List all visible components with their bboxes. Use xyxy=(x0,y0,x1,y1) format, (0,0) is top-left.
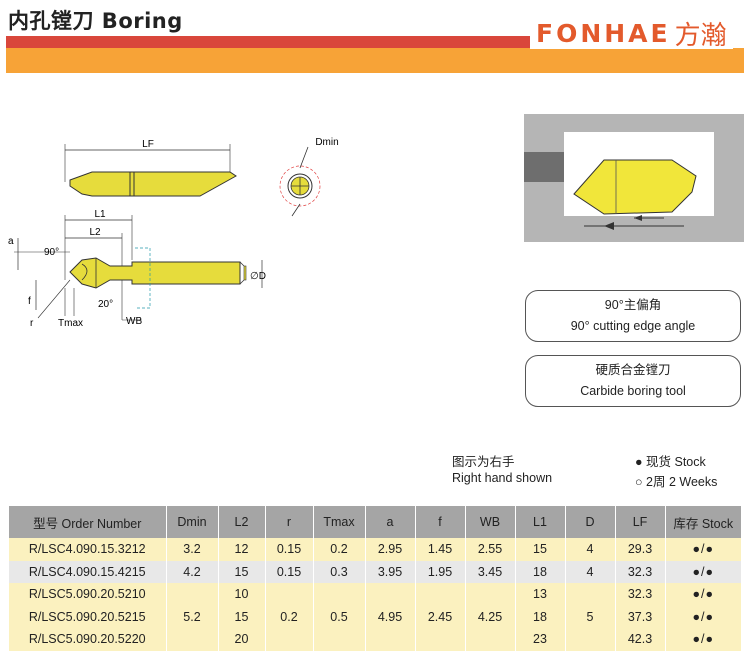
col-dmin: Dmin xyxy=(166,506,219,538)
note-shown-cn: 图示为右手 xyxy=(452,455,515,469)
cell-f: 2.45 xyxy=(415,583,466,651)
header-orange-bar xyxy=(6,48,744,73)
cell-stock: ●/● xyxy=(665,628,741,651)
cell-order: R/LSC5.090.20.5220 xyxy=(9,628,167,651)
cell-tmax: 0.3 xyxy=(313,560,366,583)
product-table: 型号 Order Number Dmin L2 r Tmax a f WB L1… xyxy=(9,506,741,651)
cell-wb: 2.55 xyxy=(465,538,516,561)
cell-stock: ●/● xyxy=(665,538,741,561)
cell-l2: 15 xyxy=(218,560,266,583)
cell-l1: 18 xyxy=(515,560,566,583)
cell-dmin: 5.2 xyxy=(166,583,219,651)
cell-lf: 29.3 xyxy=(615,538,666,561)
callout-carbide-tool: 硬质合金镗刀 Carbide boring tool xyxy=(525,355,741,407)
col-a: a xyxy=(365,506,416,538)
cell-lf: 37.3 xyxy=(615,605,666,628)
header-red-bar xyxy=(6,36,536,48)
cell-dmin: 4.2 xyxy=(166,560,219,583)
tool-technical-drawing: LF Dmin L1 L2 a 90° f r Tmax 20° WB ∅D xyxy=(8,137,339,329)
cell-wb: 4.25 xyxy=(465,583,516,651)
cell-order: R/LSC5.090.20.5215 xyxy=(9,605,167,628)
cell-d: 4 xyxy=(565,560,616,583)
table-row: R/LSC5.090.20.5215 15 18 37.3 ●/● xyxy=(9,605,741,628)
cell-d: 4 xyxy=(565,538,616,561)
callout-cutting-angle: 90°主偏角 90° cutting edge angle xyxy=(525,290,741,342)
cell-stock: ●/● xyxy=(665,583,741,606)
dim-20-angle: 20° xyxy=(98,299,113,310)
page-title: 内孔镗刀 Boring xyxy=(8,9,183,33)
cell-lf: 42.3 xyxy=(615,628,666,651)
cell-d: 5 xyxy=(565,583,616,651)
dim-tmax: Tmax xyxy=(58,318,83,329)
tool-side-view xyxy=(69,257,241,289)
dim-r: r xyxy=(30,318,34,329)
dim-l2: L2 xyxy=(89,227,101,238)
cell-order: R/LSC5.090.20.5210 xyxy=(9,583,167,606)
table-row: R/LSC4.090.15.4215 4.2 15 0.15 0.3 3.95 … xyxy=(9,560,741,583)
dim-d: ∅D xyxy=(250,271,266,282)
cell-l2: 20 xyxy=(218,628,266,651)
cell-r: 0.15 xyxy=(265,560,314,583)
cell-order: R/LSC4.090.15.3212 xyxy=(9,538,167,561)
cell-l2: 12 xyxy=(218,538,266,561)
tool-in-bore-image xyxy=(524,114,744,242)
cell-dmin: 3.2 xyxy=(166,538,219,561)
col-wb: WB xyxy=(465,506,516,538)
cell-l1: 13 xyxy=(515,583,566,606)
logo-cn: 方瀚 xyxy=(674,20,727,51)
legend-stock: ● 现货 Stock xyxy=(635,455,706,469)
cell-r: 0.15 xyxy=(265,538,314,561)
col-lf: LF xyxy=(615,506,666,538)
cell-l2: 15 xyxy=(218,605,266,628)
dim-l1: L1 xyxy=(94,209,106,220)
cell-tmax: 0.5 xyxy=(313,583,366,651)
dim-wb: WB xyxy=(126,316,142,327)
cell-r: 0.2 xyxy=(265,583,314,651)
callout-carbide-tool-en: Carbide boring tool xyxy=(580,384,686,398)
table-row: R/LSC5.090.20.5220 20 23 42.3 ●/● xyxy=(9,628,741,651)
cell-lf: 32.3 xyxy=(615,583,666,606)
cell-l1: 23 xyxy=(515,628,566,651)
cell-stock: ●/● xyxy=(665,560,741,583)
cell-order: R/LSC4.090.15.4215 xyxy=(9,560,167,583)
cell-l2: 10 xyxy=(218,583,266,606)
col-f: f xyxy=(415,506,466,538)
col-d: D xyxy=(565,506,616,538)
table-row: R/LSC4.090.15.3212 3.2 12 0.15 0.2 2.95 … xyxy=(9,538,741,561)
note-shown-en: Right hand shown xyxy=(452,471,553,485)
col-tmax: Tmax xyxy=(313,506,366,538)
cell-l1: 15 xyxy=(515,538,566,561)
cell-a: 4.95 xyxy=(365,583,416,651)
legend-weeks: ○ 2周 2 Weeks xyxy=(635,475,718,489)
cell-lf: 32.3 xyxy=(615,560,666,583)
cell-l1: 18 xyxy=(515,605,566,628)
col-order: 型号 Order Number xyxy=(9,506,167,538)
cell-stock: ●/● xyxy=(665,605,741,628)
dim-f: f xyxy=(28,296,31,307)
dim-dmin: Dmin xyxy=(315,137,338,148)
col-r: r xyxy=(265,506,314,538)
cell-f: 1.45 xyxy=(415,538,466,561)
col-l2: L2 xyxy=(218,506,266,538)
callout-cutting-angle-cn: 90°主偏角 xyxy=(604,298,662,312)
brand-logo: FONHAE 方瀚 xyxy=(530,17,733,51)
cell-a: 2.95 xyxy=(365,538,416,561)
tool-top-view xyxy=(69,171,237,197)
col-stock: 库存 Stock xyxy=(665,506,741,538)
cell-a: 3.95 xyxy=(365,560,416,583)
callout-cutting-angle-en: 90° cutting edge angle xyxy=(570,319,696,333)
dim-90-angle: 90° xyxy=(44,247,59,258)
callout-carbide-tool-cn: 硬质合金镗刀 xyxy=(595,363,671,377)
table-header-row: 型号 Order Number Dmin L2 r Tmax a f WB L1… xyxy=(9,506,741,538)
table-row: R/LSC5.090.20.5210 5.2 10 0.2 0.5 4.95 2… xyxy=(9,583,741,651)
dim-a: a xyxy=(8,236,14,247)
logo-text: FONHAE xyxy=(536,18,671,48)
col-l1: L1 xyxy=(515,506,566,538)
cell-tmax: 0.2 xyxy=(313,538,366,561)
dim-lf: LF xyxy=(142,139,154,150)
cell-f: 1.95 xyxy=(415,560,466,583)
cell-wb: 3.45 xyxy=(465,560,516,583)
